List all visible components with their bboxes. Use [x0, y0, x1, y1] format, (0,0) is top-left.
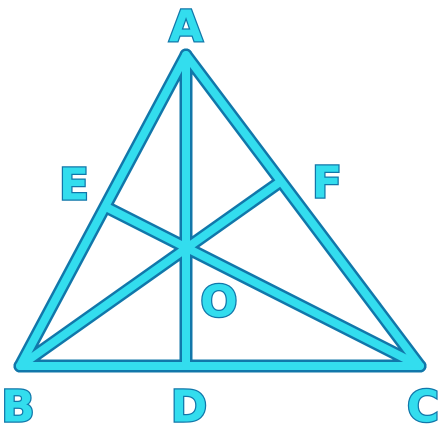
label-c: C — [407, 382, 439, 433]
segment-ca — [182, 51, 424, 370]
label-o: O — [200, 277, 237, 328]
label-d: D — [171, 382, 208, 433]
label-e: E — [59, 160, 89, 211]
segment-fills — [16, 51, 424, 370]
segment-ce — [102, 203, 424, 370]
label-b: B — [1, 382, 35, 433]
label-a: A — [169, 2, 203, 53]
segment-bf — [16, 178, 284, 370]
segment-ab — [16, 51, 190, 370]
label-f: F — [312, 158, 342, 209]
